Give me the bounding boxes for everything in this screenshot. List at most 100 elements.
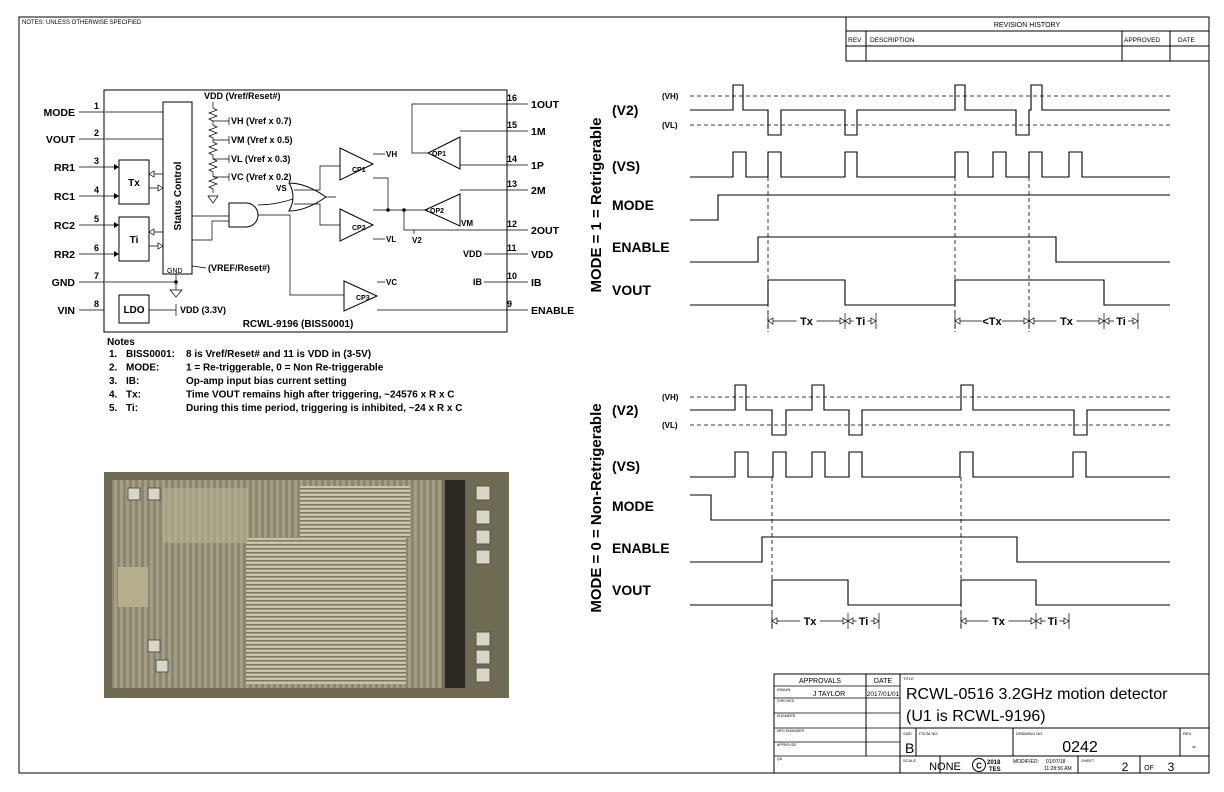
timing-signal-label: (VS) xyxy=(612,458,640,474)
rev-value: - xyxy=(1192,739,1196,753)
left-pin-name: RR2 xyxy=(54,249,75,261)
modified-date: 01/07/18 xyxy=(1046,759,1066,765)
sheet-total: 3 xyxy=(1168,760,1175,774)
modified-time: 11:28:56 AM xyxy=(1044,766,1072,772)
left-pin-name: MODE xyxy=(44,107,76,119)
sheet-of-label: OF xyxy=(1144,765,1154,772)
approval-row-label: ENGINEER xyxy=(777,714,796,718)
title-block: APPROVALS DATE DRAWN J TAYLOR 2017/01/01… xyxy=(773,673,1210,774)
waveform xyxy=(690,194,1170,221)
scale-label: SCALE xyxy=(903,758,916,763)
left-pin-number: 4 xyxy=(94,185,99,195)
timing-signal-label: VOUT xyxy=(612,282,651,298)
note-key: IB: xyxy=(126,376,139,387)
revision-title: REVISION HISTORY xyxy=(994,22,1061,29)
timing-top-mode-label: MODE = 1 = Retrigerable xyxy=(588,117,605,292)
op1-label: OP1 xyxy=(432,151,446,158)
cp2-label: CP2 xyxy=(352,225,366,232)
rev-label: REV. xyxy=(1183,731,1192,736)
ib-inner-label: IB xyxy=(473,277,483,287)
sheet-label: SHEET xyxy=(1081,758,1095,763)
approval-row-label: QA xyxy=(777,757,783,761)
waveform xyxy=(690,279,1170,306)
op1-opamp xyxy=(426,136,461,170)
left-pin-number: 2 xyxy=(94,128,99,138)
interval-label: Tx xyxy=(804,616,818,628)
vdd-33-label: VDD (3.3V) xyxy=(180,305,226,315)
interval-label: Tx xyxy=(992,616,1006,628)
sheet-number: 2 xyxy=(1122,760,1129,774)
interval-label: Tx xyxy=(800,316,814,328)
chip-name: RCWL-9196 (BISS0001) xyxy=(243,319,354,330)
right-pin-number: 10 xyxy=(507,271,517,281)
note-key: BISS0001: xyxy=(126,349,175,360)
cp1-label: CP1 xyxy=(352,167,366,174)
waveform xyxy=(690,451,1170,478)
vh-threshold-label: (VH) xyxy=(662,393,679,402)
note-number: 5. xyxy=(109,403,118,414)
timing-signal-label: ENABLE xyxy=(612,540,670,556)
vdd-vref-label: VDD (Vref/Reset#) xyxy=(204,91,281,101)
right-pin-number: 16 xyxy=(507,93,517,103)
right-pin-name: 2OUT xyxy=(531,225,560,237)
right-pin-name: IB xyxy=(531,277,542,289)
die-photo xyxy=(104,472,509,698)
vs-label: VS xyxy=(276,184,287,193)
right-pin-number: 14 xyxy=(507,154,517,164)
ti-timer-block xyxy=(118,216,150,262)
left-pin-number: 5 xyxy=(94,214,99,224)
vref-reset-inner-label: (VREF/Reset#) xyxy=(208,263,270,273)
copyright-org: TES xyxy=(989,767,1001,773)
timing-signal-label: (V2) xyxy=(612,402,638,418)
left-pin-number: 3 xyxy=(94,156,99,166)
drawn-by: J TAYLOR xyxy=(813,691,845,698)
cp2-vl-input: VL xyxy=(386,235,396,244)
ladder-vh-label: VH (Vref x 0.7) xyxy=(231,116,292,126)
cp2-comparator xyxy=(339,208,375,242)
cp3-vc-input: VC xyxy=(386,278,397,287)
cp3-comparator xyxy=(343,280,379,312)
right-pin-name: 1OUT xyxy=(531,99,560,111)
right-pin-number: 9 xyxy=(507,299,512,309)
status-gnd-label: GND xyxy=(167,268,183,275)
timing-signal-label: VOUT xyxy=(612,582,651,598)
ladder-vc-label: VC (Vref x 0.2) xyxy=(231,172,292,182)
v2-label: V2 xyxy=(412,236,422,245)
timing-signal-label: ENABLE xyxy=(612,239,670,255)
vl-threshold-label: (VL) xyxy=(662,121,678,130)
chip-body xyxy=(103,89,508,333)
waveform xyxy=(690,536,1170,563)
waveform xyxy=(690,494,1170,521)
ladder-vm-label: VM (Vref x 0.5) xyxy=(231,135,293,145)
ldo-label: LDO xyxy=(123,305,144,316)
note-text: 8 is Vref/Reset# and 11 is VDD in (3-5V) xyxy=(186,349,371,360)
note-key: MODE: xyxy=(126,363,159,374)
ldo-block xyxy=(118,294,150,324)
revision-col-rev: REV xyxy=(848,37,862,44)
note-number: 2. xyxy=(109,363,118,374)
approvals-header: APPROVALS xyxy=(799,678,841,685)
left-pin-number: 1 xyxy=(94,101,99,111)
copyright-icon xyxy=(972,758,986,772)
note-number: 4. xyxy=(109,390,118,401)
cp1-vh-input: VH xyxy=(386,150,397,159)
drawing-title-line1: RCWL-0516 3.2GHz motion detector xyxy=(906,686,1168,703)
revision-col-description: DESCRIPTION xyxy=(870,37,915,44)
size-value: B xyxy=(905,740,914,756)
note-text: Op-amp input bias current setting xyxy=(186,376,347,387)
right-pin-number: 15 xyxy=(507,120,517,130)
note-number: 3. xyxy=(109,376,118,387)
op2-label: OP2 xyxy=(430,208,444,215)
note-text: Time VOUT remains high after triggering,… xyxy=(186,390,455,401)
timing-signal-label: MODE xyxy=(612,197,654,213)
note-key: Tx: xyxy=(126,390,141,401)
note-number: 1. xyxy=(109,349,118,360)
vl-threshold-label: (VL) xyxy=(662,421,678,430)
left-pin-name: RR1 xyxy=(54,162,75,174)
copyright-symbol: C xyxy=(976,762,982,771)
interval-label: <Tx xyxy=(982,316,1002,328)
